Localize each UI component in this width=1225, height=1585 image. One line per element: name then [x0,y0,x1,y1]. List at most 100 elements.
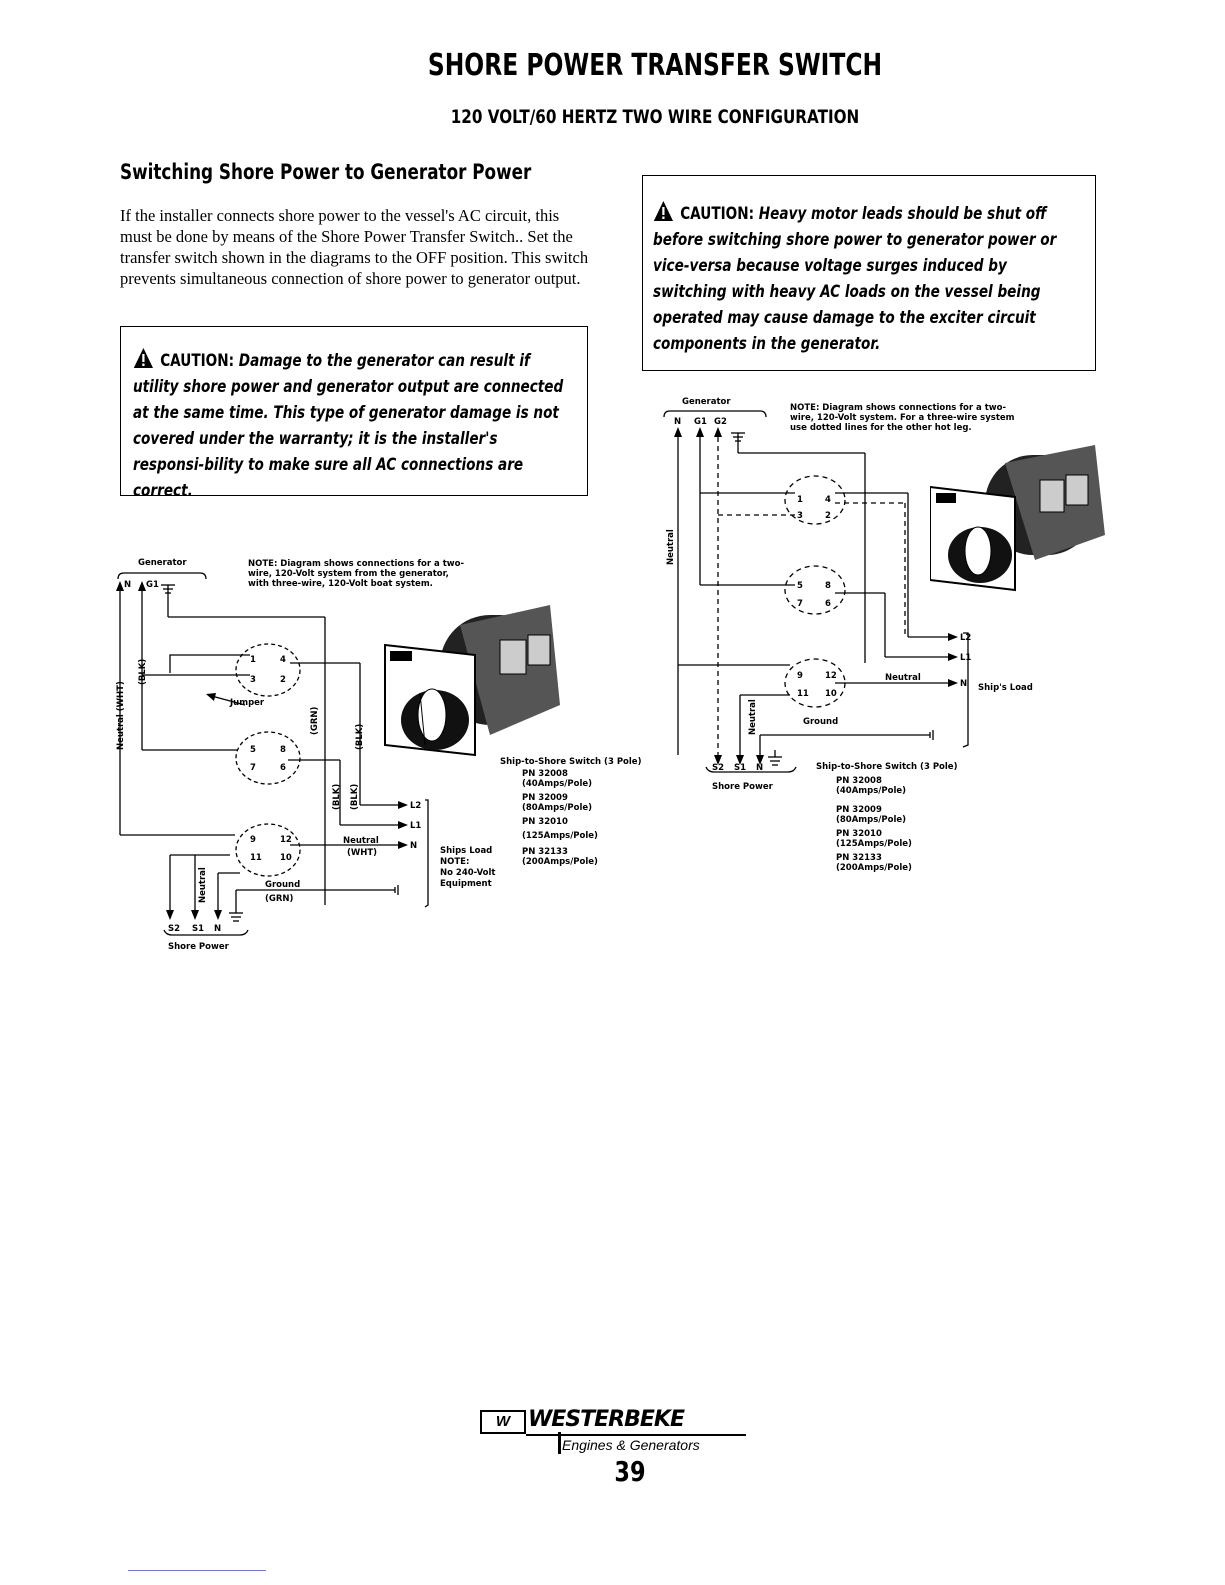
r-generator-label: Generator [682,397,731,407]
note-line-1: NOTE: Diagram shows connections for a tw… [248,559,464,569]
contact-2: 2 [280,675,286,685]
page-number: 39 [614,1455,646,1488]
caution-box-right: CAUTION: Heavy motor leads should be shu… [642,175,1096,371]
r-pn-2: PN 32009 [836,805,882,815]
warning-triangle-icon [133,348,153,368]
wire-label-blk-4: (BLK) [350,783,360,810]
ships-load-2: NOTE: [440,857,470,867]
r-contact-1: 1 [797,495,803,505]
page-subtitle: 120 VOLT/60 HERTZ TWO WIRE CONFIGURATION [450,106,860,128]
r-pn-4: PN 32133 [836,853,882,863]
wiring-diagram-left: 1 4 3 2 5 8 7 6 9 12 11 10 Generator N G… [110,555,650,965]
r-contact-3: 3 [797,511,803,521]
shore-term-s1: S1 [192,924,205,934]
r-contact-4: 4 [825,495,831,505]
r-load-term-l2: L2 [960,633,972,643]
contact-6: 6 [280,763,286,773]
pn-4: PN 32133 [522,847,568,857]
logo-stem [558,1432,561,1454]
neutral-label: Neutral [343,836,379,846]
note-line-3: with three-wire, 120-Volt boat system. [248,579,433,589]
pn-2: PN 32009 [522,793,568,803]
r-pn-3-rating: (125Amps/Pole) [836,839,912,849]
wiring-diagram-right: 1 4 3 2 5 8 7 6 9 12 11 10 Generator N G… [660,395,1120,796]
gen-term-n: N [124,580,132,590]
r-ground-label: Ground [803,717,839,727]
r-gen-term-g2: G2 [714,417,727,427]
note-line-2: wire, 120-Volt system from the generator… [248,569,449,579]
r-shore-term-s1: S1 [734,763,747,773]
shore-term-n: N [214,924,222,934]
transfer-switch-illustration [384,605,560,757]
r-contact-8: 8 [825,581,831,591]
wire-label-grn: (GRN) [310,706,320,735]
page-title: SHORE POWER TRANSFER SWITCH [427,48,883,83]
load-term-n: N [410,841,418,851]
r-contact-2: 2 [825,511,831,521]
contact-5: 5 [250,745,256,755]
pn-2-rating: (80Amps/Pole) [522,803,593,813]
pn-4-rating: (200Amps/Pole) [522,857,598,867]
jumper-label: Jumper [230,698,265,708]
r-neutral-vert-2: Neutral [748,699,758,735]
pn-3-rating: (125Amps/Pole) [522,831,598,841]
r-ships-load: Ship's Load [978,683,1033,693]
ground-label: Ground [265,880,301,890]
caution-lead-right: CAUTION: [680,204,755,224]
r-switch-title: Ship-to-Shore Switch (3 Pole) [816,762,958,772]
r-contact-7: 7 [797,599,803,609]
r-note-line-2: wire, 120-Volt system. For a three-wire … [790,413,1015,423]
r-note-line-1: NOTE: Diagram shows connections for a tw… [790,403,1006,413]
wiring-lines-right [663,410,969,773]
neutral-wht-label: (WHT) [347,848,378,858]
contact-8: 8 [280,745,286,755]
r-pn-4-rating: (200Amps/Pole) [836,863,912,873]
contact-11: 11 [250,853,262,863]
shore-term-s2: S2 [168,924,181,934]
wire-label-neutral: Neutral [198,867,208,903]
r-load-term-l1: L1 [960,653,972,663]
logo-mark: W [480,1410,526,1434]
caution-lead-left: CAUTION: [160,351,235,371]
wiring-lines-left [116,572,429,936]
ships-load-3: No 240-Volt [440,868,496,878]
contact-9: 9 [250,835,256,845]
r-gen-term-g1: G1 [694,417,707,427]
load-term-l1: L1 [410,821,422,831]
ships-load-1: Ships Load [440,846,493,856]
r-pn-3: PN 32010 [836,829,882,839]
pn-3: PN 32010 [522,817,568,827]
logo-underline [526,1434,746,1436]
r-contact-12: 12 [825,671,837,681]
section-heading: Switching Shore Power to Generator Power [120,160,532,184]
r-gen-term-n: N [674,417,682,427]
r-note-line-3: use dotted lines for the other hot leg. [790,423,972,433]
r-shore-term-s2: S2 [712,763,725,773]
generator-label: Generator [138,558,187,568]
r-contact-6: 6 [825,599,831,609]
contact-1: 1 [250,655,256,665]
r-pn-1-rating: (40Amps/Pole) [836,786,907,796]
load-term-l2: L2 [410,801,422,811]
wire-label-blk-3: (BLK) [332,783,342,810]
caution-text-right: Heavy motor leads should be shut off bef… [653,204,1057,354]
contact-3: 3 [250,675,256,685]
wire-label-blk-2: (BLK) [355,723,365,750]
caution-text-left: Damage to the generator can result if ut… [133,351,564,501]
contact-7: 7 [250,763,256,773]
ground-grn-label: (GRN) [265,894,294,904]
r-transfer-switch-illustration [930,445,1105,592]
r-shore-power-label: Shore Power [712,782,773,792]
shore-power-label: Shore Power [168,942,229,952]
contact-10: 10 [280,853,292,863]
r-contact-9: 9 [797,671,803,681]
r-contact-10: 10 [825,689,837,699]
r-shore-term-n: N [756,763,764,773]
r-contact-5: 5 [797,581,803,591]
ships-load-4: Equipment [440,879,492,889]
r-part-number-list: PN 32009 (80Amps/Pole) PN 32010 (125Amps… [836,805,912,873]
section-body: If the installer connects shore power to… [120,206,589,288]
r-pn-1: PN 32008 [836,776,882,786]
westerbeke-logo: W WESTERBEKE Engines & Generators [480,1407,746,1460]
switch-title: Ship-to-Shore Switch (3 Pole) [500,757,642,767]
